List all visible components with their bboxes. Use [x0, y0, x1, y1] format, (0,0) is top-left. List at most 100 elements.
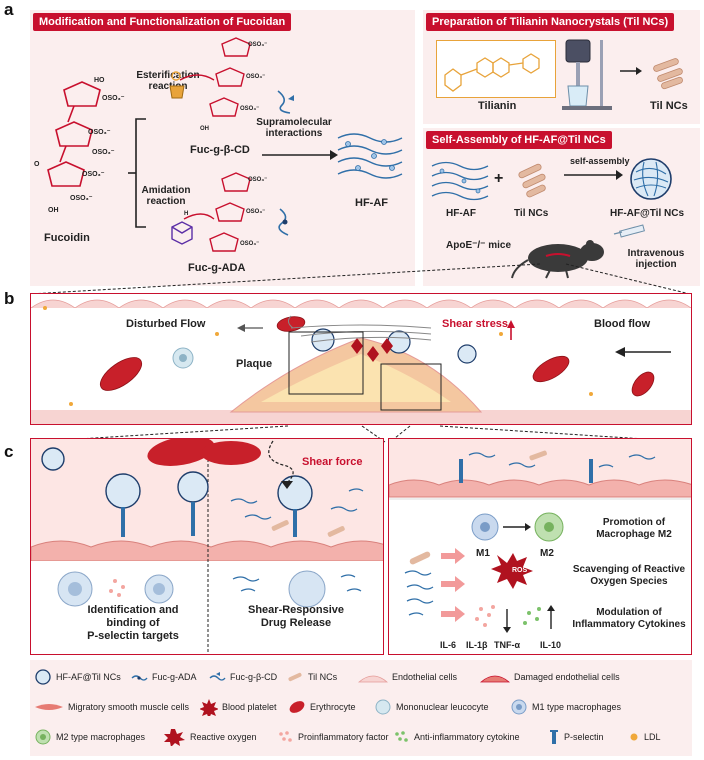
header-tilianin: Preparation of Tilianin Nanocrystals (Ti… — [426, 13, 675, 31]
svg-text:OSO₃⁻: OSO₃⁻ — [248, 177, 267, 183]
legend-damaged-endothelial-icon — [480, 675, 510, 683]
legend-p-selectin-icon — [550, 730, 558, 744]
shear-force-label: Shear force — [302, 456, 363, 468]
il6-label: IL-6 — [440, 640, 457, 650]
legend-m1-icon — [511, 699, 527, 715]
legend-item-antiinflammatory: Anti-inflammatory cytokine — [392, 728, 520, 746]
svg-text:HO: HO — [94, 77, 105, 84]
zoom-connector-ab — [29, 263, 691, 295]
modulation-label: Modulation of Inflammatory Cytokines — [572, 607, 686, 630]
fucoidin-label: Fucoidin — [44, 232, 90, 244]
legend-item-endothelial: Endothelial cells — [358, 668, 457, 686]
legend-label: Reactive oxygen — [190, 732, 257, 742]
svg-text:OSO₃⁻: OSO₃⁻ — [246, 74, 265, 80]
svg-text:OSO₃⁻: OSO₃⁻ — [88, 129, 111, 136]
legend-item-fuc-ada: Fuc-g-ADA — [130, 668, 197, 686]
apoe-mice-label: ApoE⁻/⁻ mice — [446, 240, 512, 251]
legend-label: M2 type macrophages — [56, 732, 146, 742]
legend-label: Blood platelet — [222, 702, 277, 712]
legend-label: Proinflammatory factor — [298, 732, 389, 742]
legend-label: P-selectin — [564, 732, 604, 742]
legend-item-proinflammatory: Proinflammatory factor — [276, 728, 389, 746]
shear-stress-label: Shear stress — [442, 318, 509, 330]
promotion-label: Promotion of Macrophage M2 — [596, 517, 672, 540]
legend-ros-icon — [164, 729, 185, 746]
panel-d-illustration — [389, 439, 691, 633]
legend-item-fuc-cd: Fuc-g-β-CD — [208, 668, 277, 686]
sa-hf-af-label: HF-AF — [446, 208, 476, 219]
svg-text:OSO₃⁻: OSO₃⁻ — [102, 95, 125, 102]
legend-leucocyte-icon — [375, 699, 391, 715]
panel-a-left — [30, 10, 415, 286]
panel-label-b: b — [4, 289, 15, 308]
header-fucoidan: Modification and Functionalization of Fu… — [33, 13, 292, 31]
svg-text:OH: OH — [48, 207, 59, 214]
self-assembly-label: self-assembly — [570, 156, 630, 166]
panel-b-vessel — [30, 293, 692, 425]
legend-item-p-selectin: P-selectin — [548, 728, 604, 746]
svg-text:OSO₃⁻: OSO₃⁻ — [92, 149, 115, 156]
fuc-ada-strand-icon — [278, 208, 289, 236]
panel-c-illustration — [31, 439, 383, 654]
m2-label: M2 — [540, 548, 554, 559]
svg-text:OSO₃⁻: OSO₃⁻ — [240, 106, 259, 112]
legend-smooth-muscle-icon — [35, 704, 63, 710]
legend-cd-strand-icon — [209, 672, 226, 681]
sa-til-ncs-icon — [518, 163, 546, 198]
legend-label: Til NCs — [308, 672, 338, 682]
il10-label: IL-10 — [540, 640, 562, 650]
syringe-icon — [613, 224, 645, 238]
amidation-label: Amidation reaction — [141, 185, 191, 207]
sa-hf-af-network — [431, 161, 489, 201]
fuc-cd-label: Fuc-g-β-CD — [190, 144, 250, 156]
disturbed-flow-label: Disturbed Flow — [126, 318, 206, 330]
legend-label: Damaged endothelial cells — [514, 672, 620, 682]
mouse-icon — [511, 240, 604, 279]
plus-sign: + — [494, 170, 504, 187]
legend-label: M1 type macrophages — [532, 702, 622, 712]
legend-item-smooth-muscle: Migratory smooth muscle cells — [34, 698, 189, 716]
tilianin-structure-box — [436, 40, 556, 98]
svg-text:OSO₃⁻: OSO₃⁻ — [246, 209, 265, 215]
header-self-assembly: Self-Assembly of HF-AF@Til NCs — [426, 131, 612, 149]
hf-af-network — [337, 133, 403, 179]
legend-item-ros: Reactive oxygen — [164, 728, 257, 746]
il1b-label: IL-1β — [466, 640, 488, 650]
homogenizer-icon — [562, 39, 612, 110]
legend-endothelial-icon — [358, 675, 388, 683]
intravenous-label: Intravenous injection — [627, 248, 685, 270]
legend-nanoparticle-icon — [35, 669, 51, 685]
legend-label: Fuc-g-ADA — [152, 672, 197, 682]
fuc-ada-structure: OSO₃⁻ OSO₃⁻ OSO₃⁻ H — [171, 172, 267, 252]
legend-item-leucocyte: Mononuclear leucocyte — [374, 698, 489, 716]
supramolecular-arrow — [262, 150, 338, 160]
hfaf-til-label: HF-AF@Til NCs — [610, 208, 685, 219]
svg-text:OH: OH — [200, 126, 209, 132]
til-ncs-label: Til NCs — [650, 100, 688, 112]
panel-d — [388, 438, 692, 655]
fuc-ada-label: Fuc-g-ADA — [188, 262, 246, 274]
legend-label: HF-AF@Til NCs — [56, 672, 121, 682]
legend-label: Erythrocyte — [310, 702, 356, 712]
self-assembly-arrow — [564, 170, 623, 180]
svg-text:O: O — [34, 161, 40, 168]
legend-ldl-icon — [630, 733, 638, 741]
blood-flow-label: Blood flow — [594, 318, 651, 330]
fuc-cd-strand-icon — [277, 90, 294, 114]
plaque-label: Plaque — [236, 358, 273, 370]
shear-release-label: Shear-Responsive Drug Release — [248, 604, 344, 629]
til-ncs-icon — [653, 58, 683, 90]
scavenging-label: Scavenging of Reactive Oxygen Species — [572, 564, 686, 587]
legend-proinflammatory-icon — [279, 731, 292, 742]
hfaf-til-nanoparticle-icon — [630, 158, 672, 200]
legend-platelet-icon — [200, 699, 218, 716]
legend-item-damaged-endothelial: Damaged endothelial cells — [480, 668, 620, 686]
legend-label: Fuc-g-β-CD — [230, 672, 278, 682]
legend-label: Anti-inflammatory cytokine — [414, 732, 520, 742]
legend-panel — [30, 660, 692, 756]
legend-label: Mononuclear leucocyte — [396, 702, 489, 712]
svg-text:OSO₃⁻: OSO₃⁻ — [82, 171, 105, 178]
legend-item-ldl: LDL — [628, 728, 661, 746]
legend-antiinflammatory-icon — [395, 731, 408, 742]
sa-til-ncs-label: Til NCs — [514, 208, 549, 219]
